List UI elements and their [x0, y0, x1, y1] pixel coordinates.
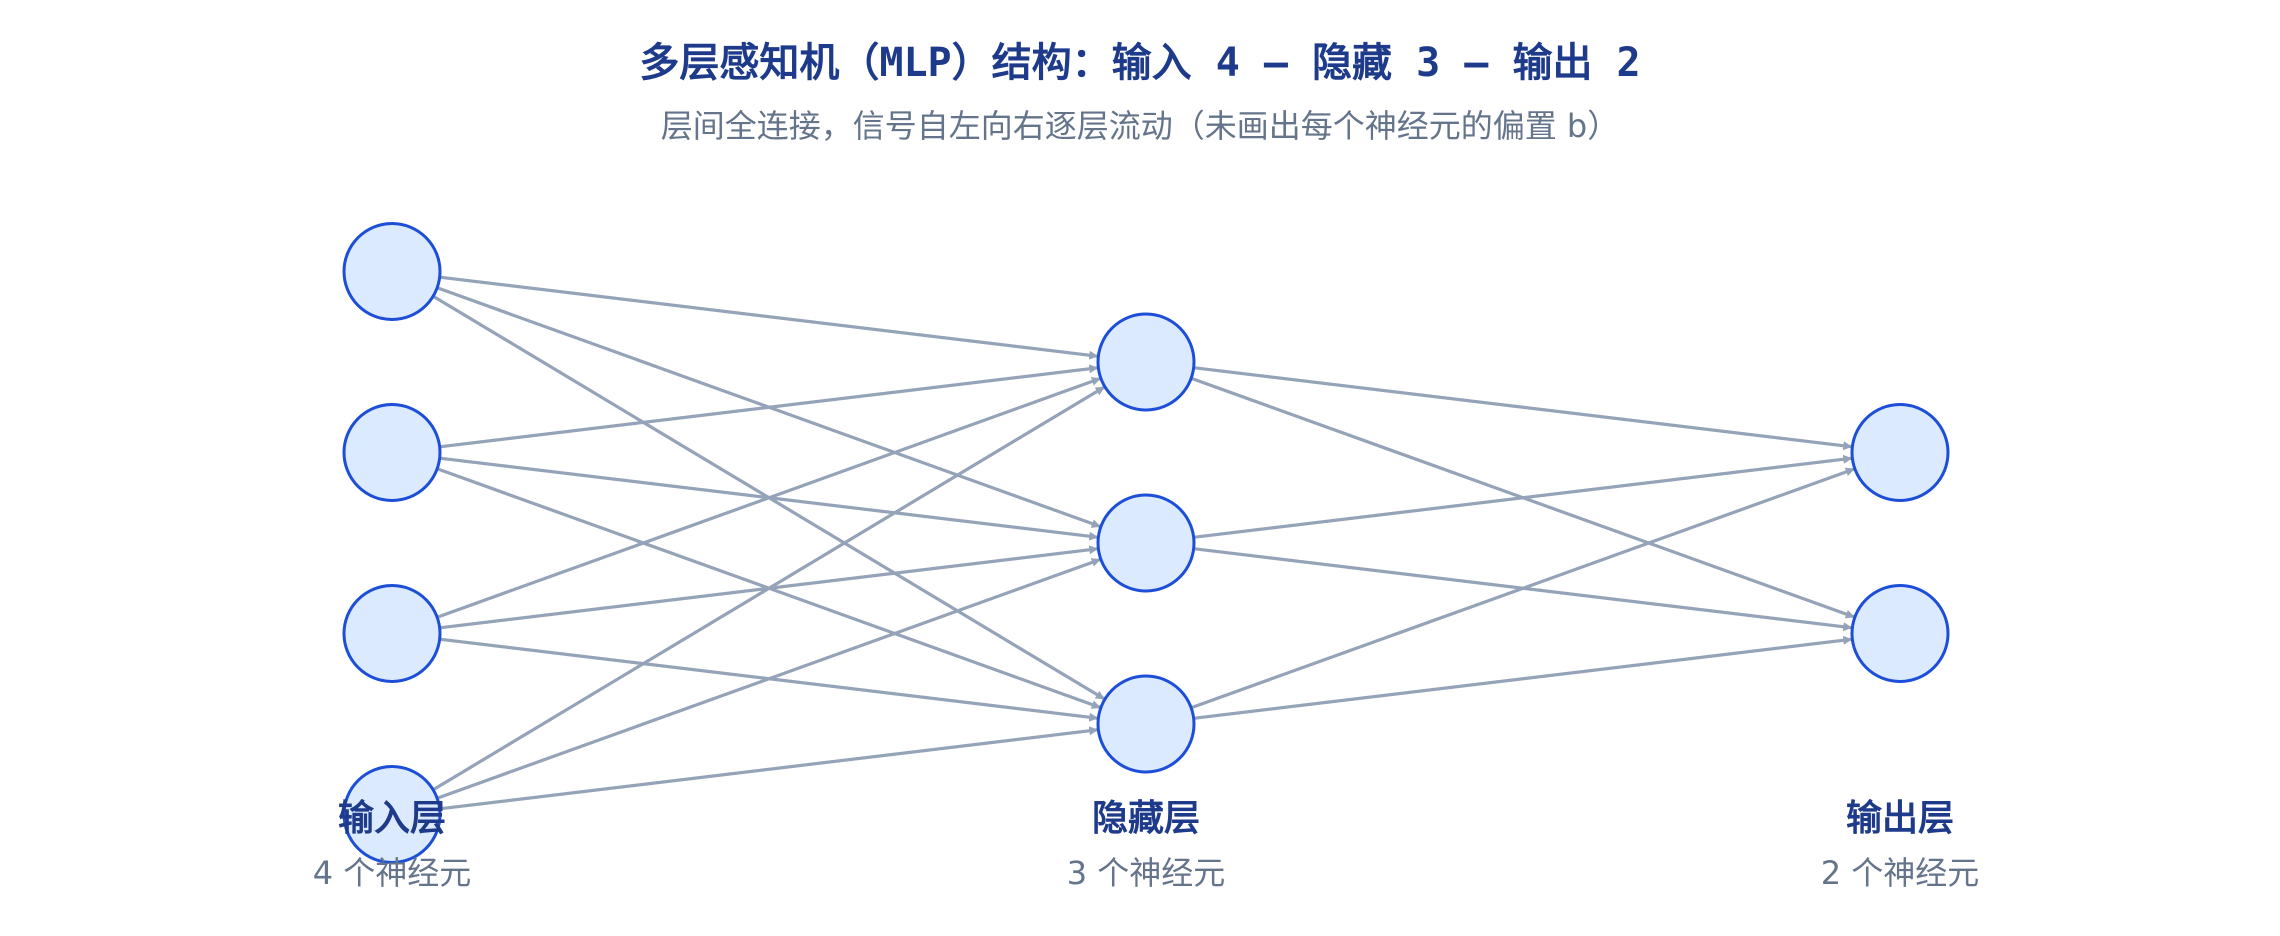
connection-input-3-to-hidden-1 — [436, 377, 1101, 619]
connection-input-4-to-hidden-1 — [432, 385, 1105, 792]
layer-label-output: 输出层 2 个神经元 — [1821, 798, 1980, 892]
input-neuron-1 — [342, 222, 442, 321]
input-neuron-4 — [342, 765, 442, 864]
layer-count-output: 2 个神经元 — [1821, 854, 1980, 892]
connection-input-1-to-hidden-1 — [439, 275, 1099, 360]
layer-name-output: 输出层 — [1846, 798, 1954, 839]
input-neuron-2 — [342, 403, 442, 502]
connection-hidden-2-to-output-1 — [1193, 454, 1853, 539]
output-neuron-2 — [1850, 584, 1950, 683]
layer-count-input: 4 个神经元 — [313, 854, 472, 892]
layer-name-hidden: 隐藏层 — [1092, 798, 1200, 839]
connections — [432, 275, 1855, 811]
connection-input-4-to-hidden-2 — [436, 558, 1101, 800]
layer-label-input: 输入层 4 个神经元 — [313, 798, 472, 892]
neurons — [342, 222, 1950, 864]
input-neuron-3 — [342, 584, 442, 683]
output-neuron-1 — [1850, 403, 1950, 502]
hidden-neuron-1 — [1096, 312, 1196, 412]
layer-count-hidden: 3 个神经元 — [1067, 854, 1226, 892]
connection-input-4-to-hidden-3 — [439, 726, 1099, 811]
hidden-neuron-2 — [1096, 493, 1196, 593]
layer-name-input: 输入层 — [338, 798, 446, 839]
connection-hidden-3-to-output-1 — [1190, 467, 1855, 710]
connection-input-2-to-hidden-1 — [439, 364, 1099, 449]
diagram-subtitle: 层间全连接，信号自左向右逐层流动（未画出每个神经元的偏置 b） — [661, 107, 1620, 145]
diagram-title: 多层感知机（MLP）结构：输入 4 – 隐藏 3 – 输出 2 — [639, 40, 1640, 86]
connection-hidden-1-to-output-1 — [1193, 366, 1853, 451]
layer-label-hidden: 隐藏层 3 个神经元 — [1067, 798, 1226, 892]
connection-hidden-3-to-output-2 — [1193, 635, 1853, 720]
hidden-neuron-3 — [1096, 674, 1196, 774]
